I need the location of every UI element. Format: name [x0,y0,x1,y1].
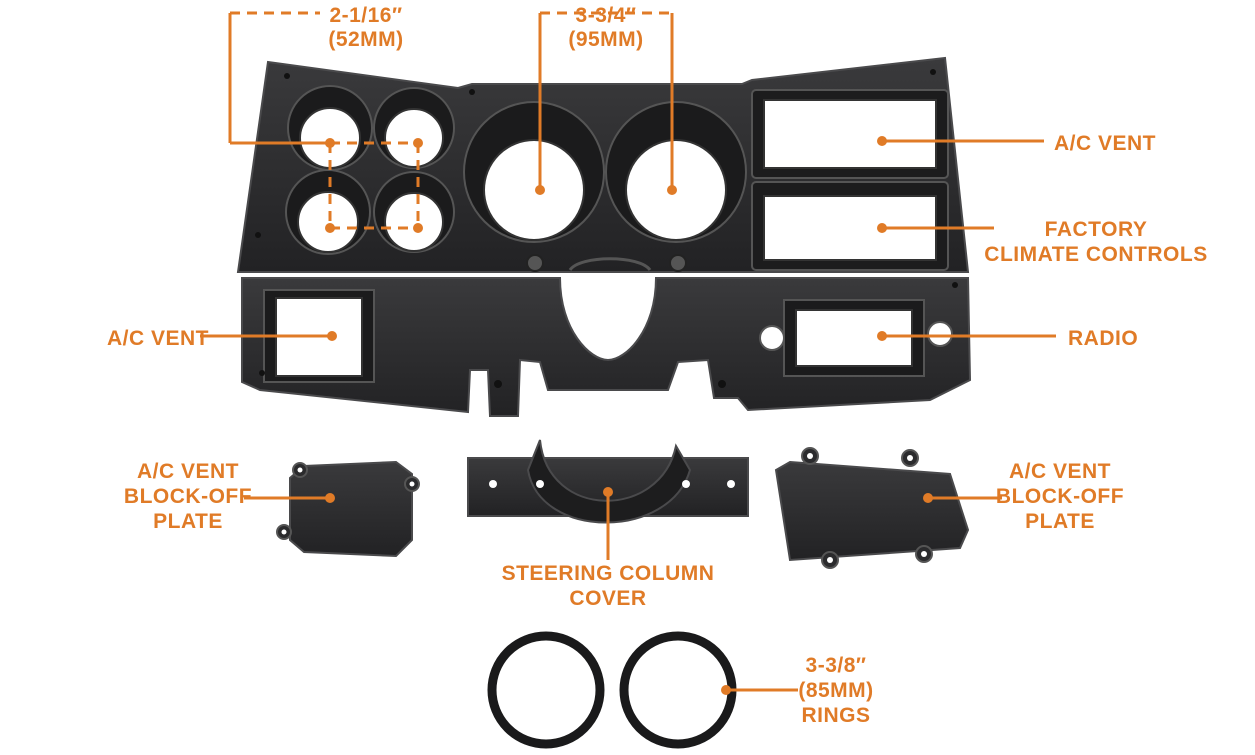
label-ac-vent-top: A/C VENT [1054,132,1156,155]
small-gauge-dim-line2: (52MM) [328,28,403,51]
dimension-lines [200,11,1056,692]
rings-dim-line3: RINGS [801,704,870,727]
label-ac-vent-left: A/C VENT [107,327,209,350]
label-block-off-left-line2: BLOCK-OFF [124,485,252,508]
label-radio: RADIO [1068,327,1138,350]
label-block-off-left-line1: A/C VENT [137,460,239,483]
large-gauge-pods [463,101,747,272]
dash-lower-panels [241,257,972,417]
rings-dim-line1: 3-3/8″ [806,654,867,677]
small-gauge-dim-line1: 2-1/16″ [329,4,402,27]
rings-dim-line2: (85MM) [798,679,873,702]
label-factory-climate-line2: CLIMATE CONTROLS [984,243,1207,266]
label-block-off-right-line2: BLOCK-OFF [996,485,1124,508]
large-gauge-dim-line2: (95MM) [568,28,643,51]
label-steering-cover-line1: STEERING COLUMN [502,562,715,585]
label-block-off-right-line1: A/C VENT [1009,460,1111,483]
block-off-plate-right [774,447,970,569]
label-block-off-left-line3: PLATE [153,510,223,533]
gauge-rings [487,631,737,749]
dimension-dots [325,136,933,695]
block-off-plate-left [276,460,420,558]
label-block-off-right-line3: PLATE [1025,510,1095,533]
label-factory-climate-line1: FACTORY [1045,218,1148,241]
label-steering-cover-line2: COVER [569,587,646,610]
large-gauge-dim-line1: 3-3/4″ [576,4,637,27]
